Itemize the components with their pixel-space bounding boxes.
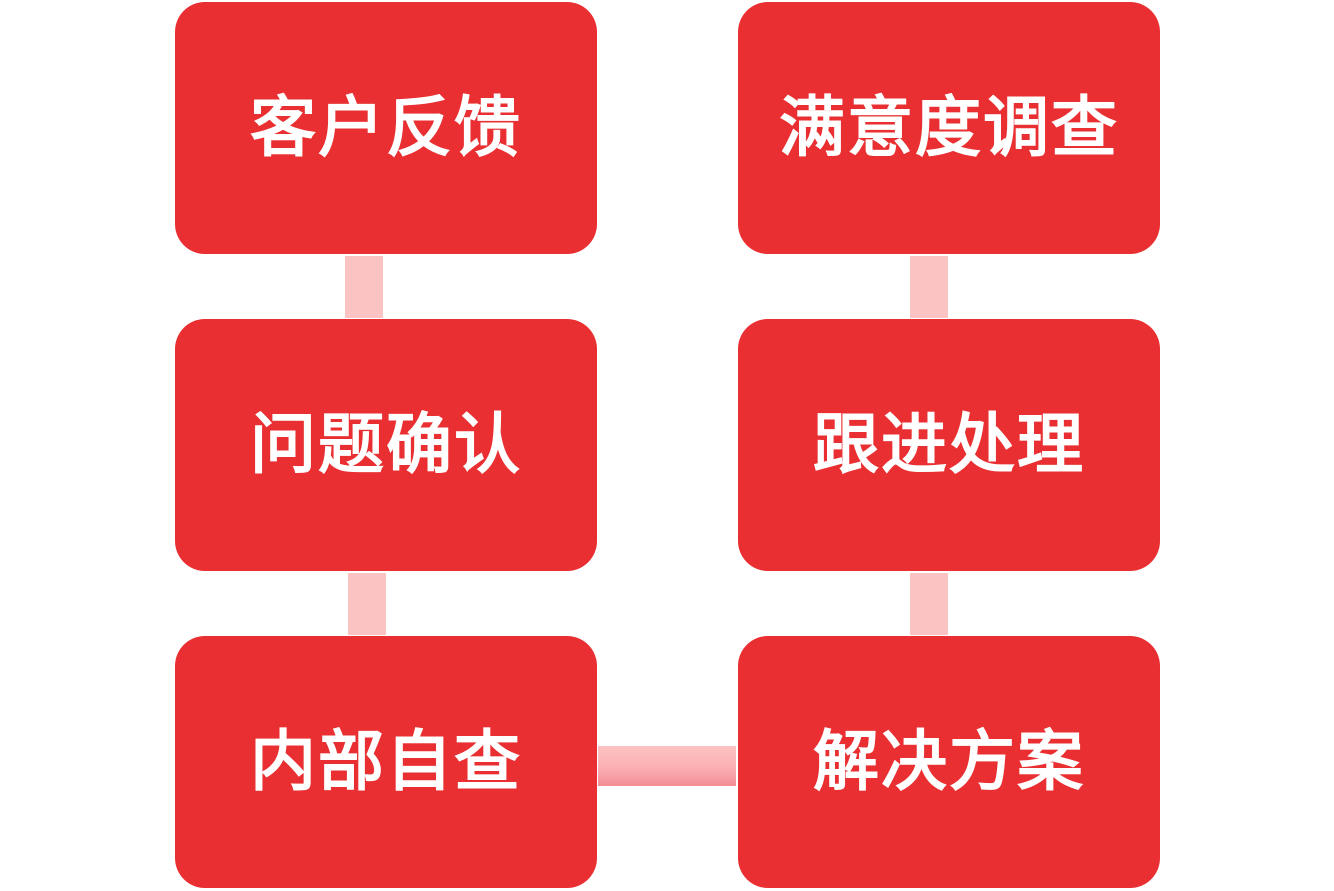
- step-box-customer-feedback: 客户反馈: [175, 2, 597, 254]
- connector-solution-to-followup: [910, 573, 948, 635]
- connector-confirm-to-selfcheck: [348, 573, 386, 635]
- connector-feedback-to-confirm: [345, 256, 383, 318]
- step-box-follow-up: 跟进处理: [738, 319, 1160, 571]
- connector-followup-to-survey: [910, 256, 948, 318]
- step-box-internal-self-check: 内部自查: [175, 636, 597, 888]
- step-label: 跟进处理: [813, 406, 1085, 483]
- step-box-solution: 解决方案: [738, 636, 1160, 888]
- step-label: 问题确认: [250, 406, 522, 483]
- step-label: 内部自查: [250, 723, 522, 800]
- step-box-satisfaction-survey: 满意度调查: [738, 2, 1160, 254]
- step-label: 客户反馈: [250, 89, 522, 166]
- step-label: 满意度调查: [779, 89, 1119, 166]
- step-box-problem-confirmation: 问题确认: [175, 319, 597, 571]
- step-label: 解决方案: [813, 723, 1085, 800]
- connector-selfcheck-to-solution: [598, 746, 736, 786]
